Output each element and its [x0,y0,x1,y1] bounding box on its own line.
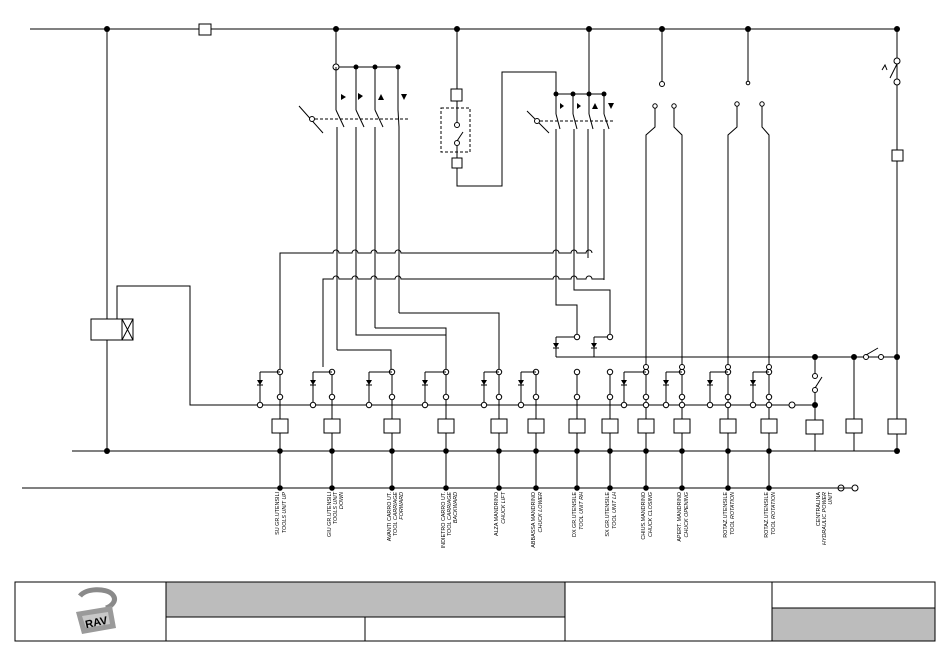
circuit-column [421,368,455,491]
label-en: TOOL UNIT LH [612,492,618,529]
relay-coil [760,418,778,434]
relay-coil [490,418,508,434]
circuit-column [620,357,655,491]
label-en: TOOL CARRIAGE [393,492,399,537]
diode [366,380,372,385]
diode [750,380,756,385]
circuit-column [706,357,737,491]
revision-field [771,607,936,642]
label-it: ALZA MANDRINO [494,492,500,536]
main-switch [881,26,904,162]
circuit-column [749,357,778,491]
selector-group-2 [526,29,614,280]
label-en-2: DOWN [339,492,345,509]
label-en: CHUCK LOWER [538,492,544,533]
crossover-wiring [279,249,611,370]
left-coil [90,285,260,406]
label-it: ABBASSA MANDRINO [531,492,537,548]
relay-coil [323,418,341,434]
label-it: DX GR.UTENSILE [572,492,578,537]
diode [257,380,263,385]
label-en: TOOL CARRIAGE [447,492,453,537]
ladder-right [104,26,907,492]
circuit-column [553,333,586,491]
title-block: RAV [14,581,936,642]
diode [621,380,627,385]
label-en-2: FORWARD [399,492,405,520]
relay-coil [719,418,737,434]
diode [707,380,713,385]
relay-coil [568,418,586,434]
circuit-column [256,368,289,491]
label-en: TOOLS UNIT [333,491,339,524]
title-field [165,581,566,618]
diode [481,380,487,385]
diode [663,380,669,385]
circuit-column [365,368,401,491]
diode [591,343,597,348]
label-it: ROTAZ.UTENSILE [764,492,770,538]
label-it: INDIETRO CARRO UT. [441,492,447,548]
fuse [198,23,212,36]
logo-text: RAV [84,615,109,632]
label-it: SX GR.UTENSILE [605,492,611,537]
circuit-column [662,357,691,491]
label-en: TOOLS UNIT UP [282,492,288,534]
label-it: CENTRALINA [816,492,822,527]
label-it: CHIUS.MANDRINO [641,492,647,540]
relay-coil [637,418,655,434]
relay-coil [437,418,455,434]
circuit-column [591,333,619,491]
diode [518,380,524,385]
diode [553,343,559,348]
label-en-2: BACKWARD [453,492,459,523]
label-en: TOOL ROTATION [730,492,736,535]
label-en: HYDRAULIC POWER [822,492,828,545]
power-rails [22,23,898,489]
circuit-column [517,368,545,491]
diode [310,380,316,385]
relay-coil [271,418,289,434]
label-it: AVANTI CARRO UT. [387,492,393,541]
circuit-column [480,368,508,491]
label-en-2: UNIT [828,491,834,504]
label-en: CHUCK LIFT [501,491,507,523]
company-logo: RAV [76,587,117,634]
label-en: CHUCK OPENING [684,492,690,538]
label-en: CHUCK CLOSING [648,492,654,537]
pressure-contacts [645,26,770,367]
selector-group-1 [298,29,408,350]
pressure-switch [440,29,557,187]
relay-coil [673,418,691,434]
label-it: GIU GR.UTENSILI [327,492,333,537]
ladder-lower [190,336,897,406]
label-it: SU GR.UTENSILI [275,492,281,535]
label-en: TOOL UNIT RH [579,492,585,530]
label-it: ROTAZ.UTENSILE [723,492,729,538]
label-it: APERT. MANDRINO [677,492,683,542]
relay-coil [383,418,401,434]
relay-coil [527,418,545,434]
relay-coil [601,418,619,434]
diode [422,380,428,385]
label-en: TOOL ROTATION [771,492,777,535]
circuit-column [309,368,341,491]
